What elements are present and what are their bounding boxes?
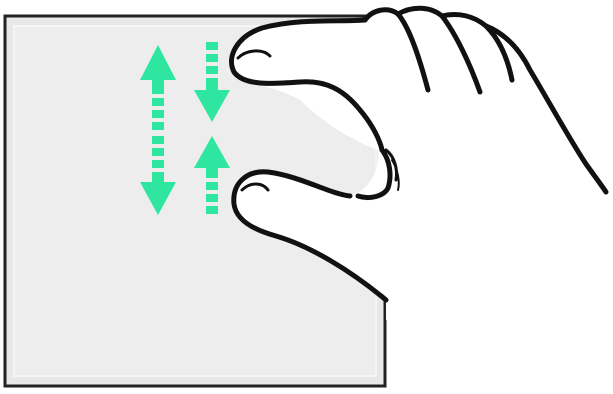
gesture-illustration [0,0,613,394]
